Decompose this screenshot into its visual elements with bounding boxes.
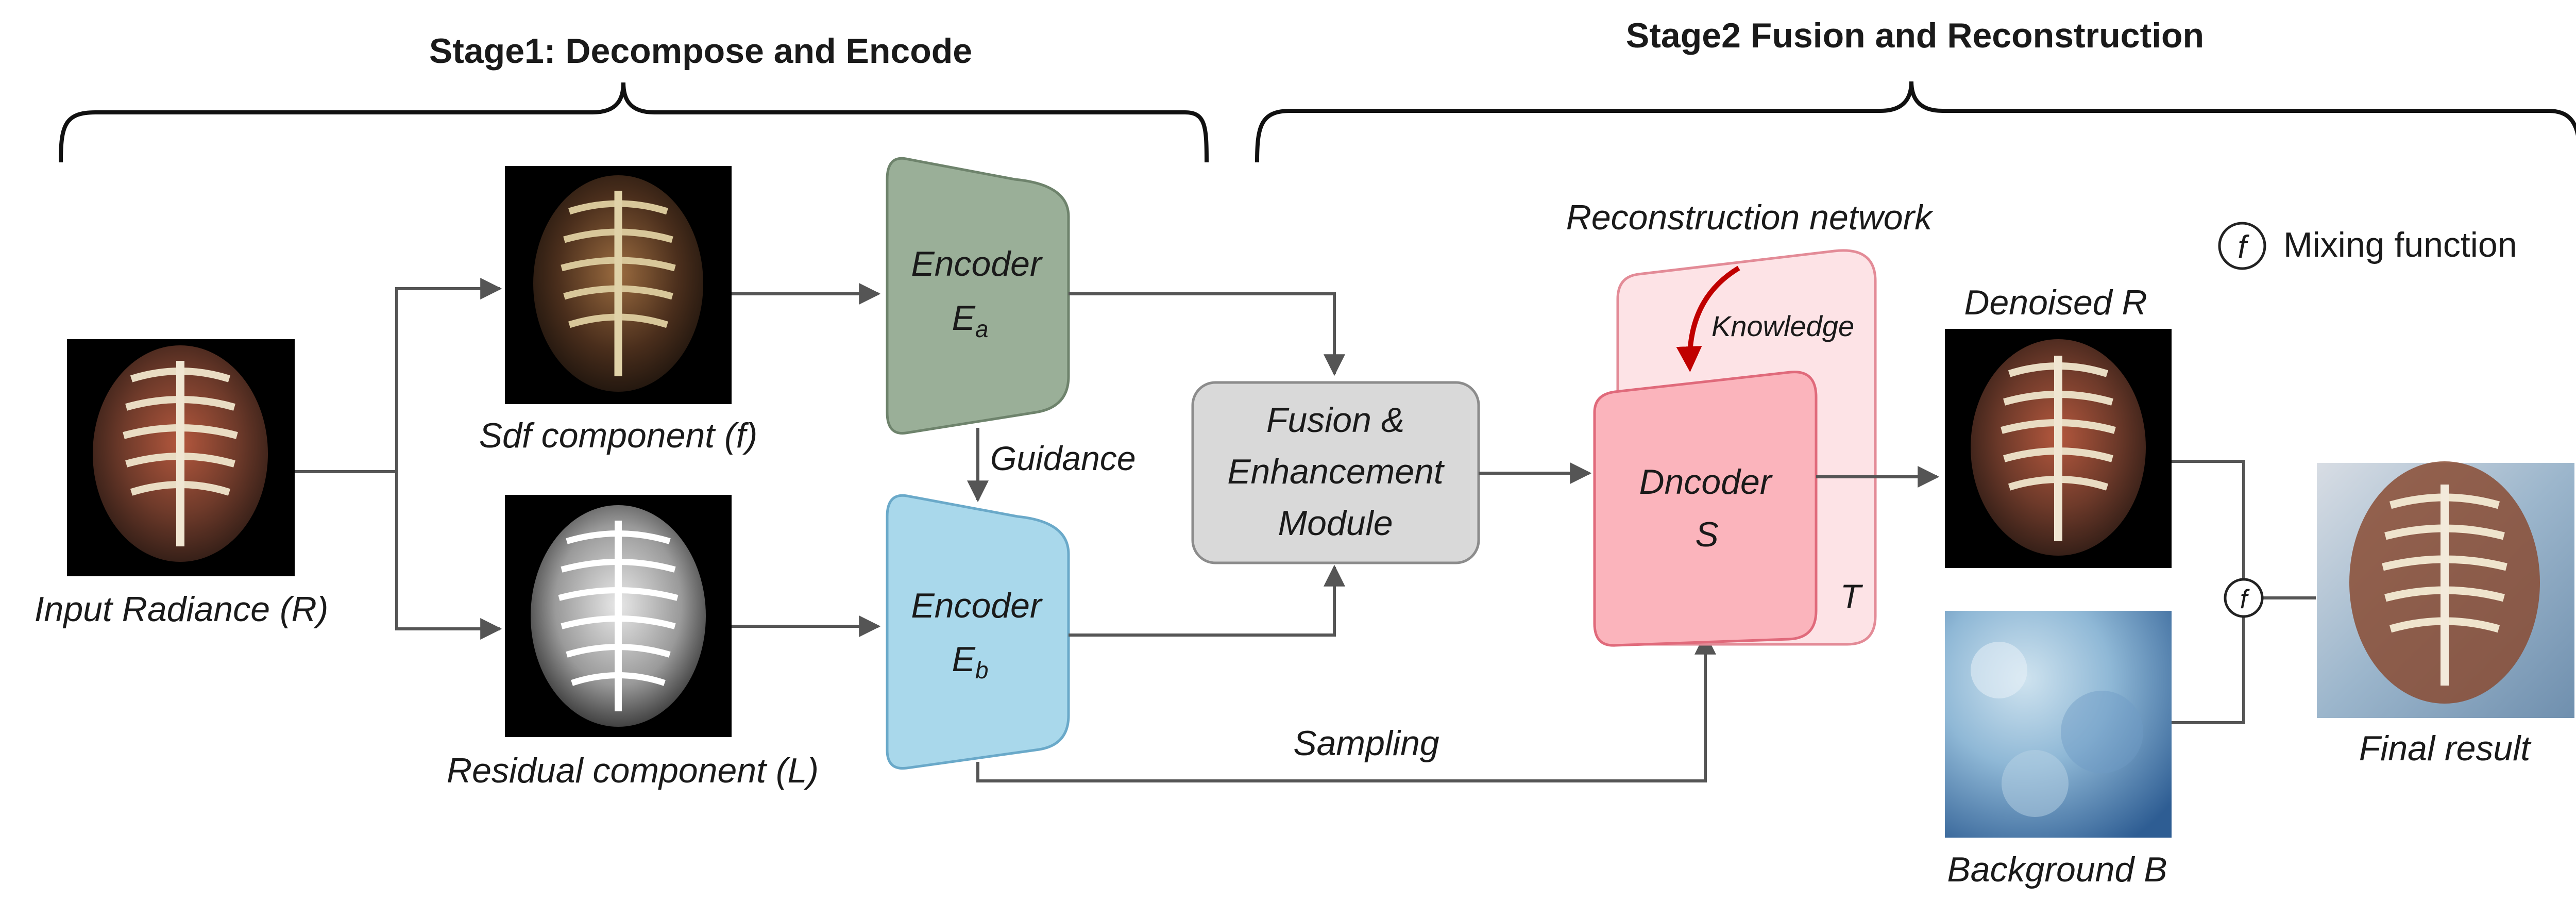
sdf-component-label: Sdf component (f) [479, 416, 757, 455]
encoder-b-block [886, 494, 1070, 770]
residual-component-image [505, 495, 732, 737]
decoder-label-line2: S [1695, 515, 1718, 554]
edge-to-residual [395, 472, 502, 640]
mixing-legend-icon [2218, 222, 2266, 270]
final-result-image [2317, 461, 2574, 718]
decoder-label-line1: Dncoder [1639, 462, 1772, 502]
encoder-a-block [886, 157, 1070, 435]
fusion-label-line1: Fusion & [1266, 401, 1404, 440]
edge-encoder-b-to-fusion [1069, 564, 1345, 637]
mixing-legend-label: Mixing function [2283, 225, 2517, 264]
sampling-label: Sampling [1293, 724, 1439, 763]
edge-sampling [976, 632, 1716, 782]
stage1-brace [59, 82, 1209, 163]
denoised-label: Denoised R [1964, 283, 2147, 322]
encoder-a-symbol: Ea [952, 298, 989, 342]
input-radiance-label: Input Radiance (R) [35, 590, 329, 629]
mixing-node-symbol: f [2240, 585, 2250, 614]
mixing-function-node [2224, 578, 2264, 618]
stage2-title: Stage2 Fusion and Reconstruction [1626, 16, 2204, 55]
reconstruction-network-title: Reconstruction network [1566, 198, 1934, 237]
sdf-component-image [505, 166, 732, 404]
stage2-brace [1255, 81, 2576, 163]
denoised-image [1945, 329, 2172, 568]
teacher-label: T [1840, 577, 1863, 615]
guidance-label: Guidance [990, 439, 1136, 477]
fusion-label-line3: Module [1278, 504, 1393, 543]
fusion-label-line2: Enhancement [1227, 452, 1445, 491]
edge-encoder-a-to-fusion [1069, 292, 1345, 376]
stage1-title: Stage1: Decompose and Encode [429, 31, 972, 71]
edge-background-to-mixer [2172, 616, 2245, 724]
knowledge-label: Knowledge [1711, 310, 1854, 342]
edge-to-sdf [395, 278, 502, 472]
encoder-b-symbol: Eb [952, 640, 989, 683]
residual-component-label: Residual component (L) [447, 751, 819, 790]
student-decoder-block [1593, 371, 1818, 647]
input-radiance-image [67, 339, 295, 576]
encoder-b-label: Encoder [911, 586, 1043, 625]
knowledge-arrow [1676, 265, 1740, 372]
edge-denoised-to-mixer [2172, 460, 2245, 580]
background-label: Background B [1947, 850, 2167, 889]
background-image [1945, 611, 2172, 838]
encoder-a-label: Encoder [911, 244, 1043, 284]
final-result-label: Final result [2359, 729, 2532, 768]
